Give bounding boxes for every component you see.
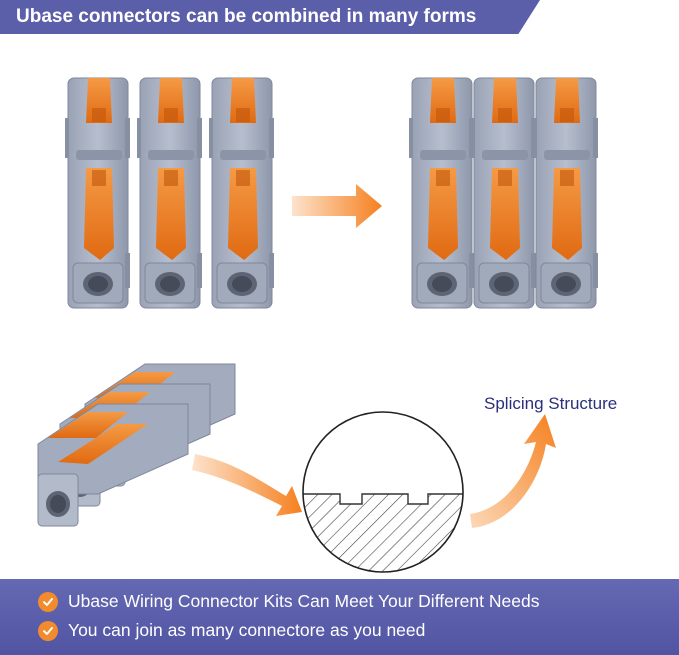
splicing-cross-section bbox=[302, 411, 464, 573]
connector-separate-1 bbox=[64, 77, 131, 309]
connector-isometric-group bbox=[37, 363, 236, 527]
detail-arrow-icon bbox=[192, 454, 302, 516]
feature-text: Ubase Wiring Connector Kits Can Meet You… bbox=[68, 591, 540, 611]
features-footer: Ubase Wiring Connector Kits Can Meet You… bbox=[0, 579, 679, 655]
check-circle-icon bbox=[38, 620, 58, 641]
structure-arrow-icon bbox=[470, 414, 556, 528]
connector-illustration bbox=[37, 77, 599, 573]
splicing-structure-label: Splicing Structure bbox=[484, 394, 618, 413]
header-banner bbox=[0, 0, 540, 34]
feature-item: Ubase Wiring Connector Kits Can Meet You… bbox=[38, 591, 539, 612]
combine-arrow-icon bbox=[292, 184, 382, 228]
connector-combined-group bbox=[408, 77, 599, 309]
connector-separate-2 bbox=[136, 77, 203, 309]
feature-item: You can join as many connectore as you n… bbox=[38, 620, 425, 641]
connector-separate-3 bbox=[208, 77, 275, 309]
feature-text: You can join as many connectore as you n… bbox=[68, 620, 426, 640]
check-circle-icon bbox=[38, 591, 58, 612]
page-title: Ubase connectors can be combined in many… bbox=[16, 6, 477, 27]
